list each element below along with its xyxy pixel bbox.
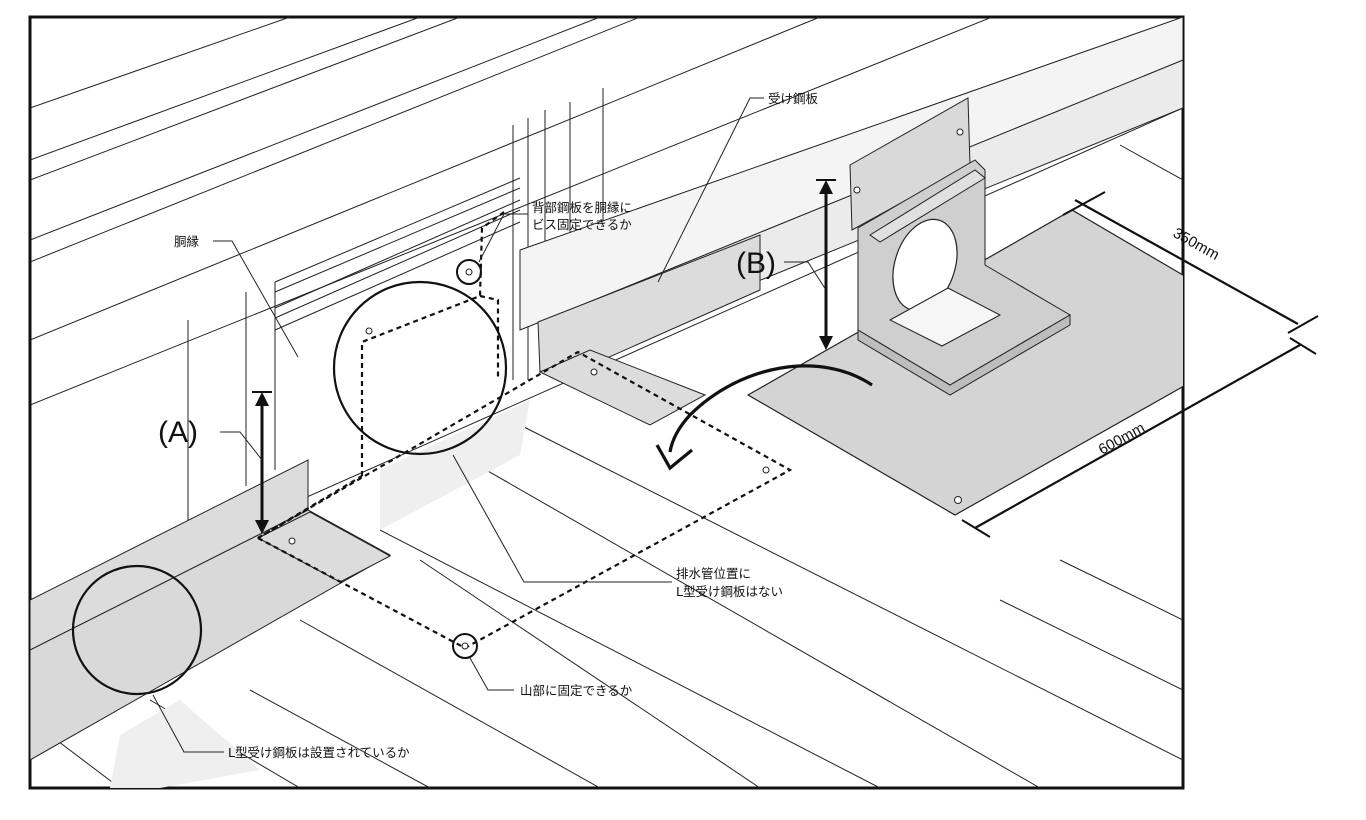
dimension-350-line — [1062, 191, 1319, 334]
wall-boards — [30, 17, 994, 406]
label-drain-line2: L型受け鋼板はない — [676, 584, 783, 599]
label-l-plate-installed: L型受け鋼板は設置されているか — [228, 745, 410, 760]
left-plate-flange — [256, 511, 392, 583]
label-ridge-fix: 山部に固定できるか — [520, 683, 633, 698]
middle-plate-flange — [538, 349, 707, 426]
dimension-b-arrow — [816, 179, 836, 350]
roof-ridge-face-1 — [380, 400, 530, 530]
roof-ridge-face-2 — [110, 700, 260, 788]
inspection-circle-l-plate — [71, 564, 203, 696]
inspection-circle-back-plate — [332, 280, 508, 456]
inspection-circle-ridge — [452, 633, 478, 659]
label-back-plate-line2: ビス固定できるか — [532, 217, 632, 232]
leader-lines — [152, 97, 827, 753]
missing-plate-dashed-outline — [257, 350, 793, 650]
label-drain-line1: 排水管位置に — [676, 566, 751, 581]
label-receiving-plate: 受け鋼板 — [768, 91, 819, 106]
label-dimension-a: (A) — [158, 416, 198, 449]
dimension-a-arrow — [252, 391, 272, 534]
middle-receiving-plate — [537, 234, 761, 373]
inspection-circle-screw — [456, 259, 482, 285]
label-girth: 胴縁 — [174, 234, 199, 249]
left-beam-body — [30, 509, 392, 761]
label-dimension-b: (B) — [736, 247, 776, 280]
window-frame — [274, 177, 521, 331]
move-plate-curved-arrow — [668, 364, 873, 453]
dimension-600-line — [961, 337, 1317, 538]
label-back-plate-line1: 背部鋼板を胴縁に — [532, 200, 632, 215]
